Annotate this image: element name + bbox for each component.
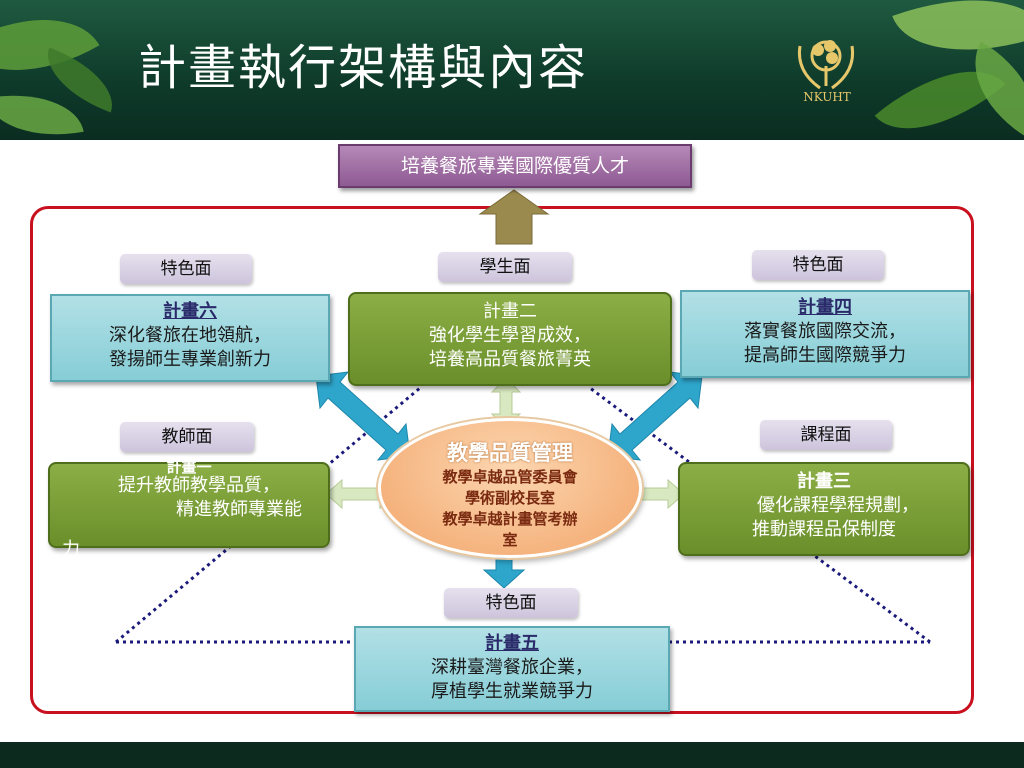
plan1-line1: 提升教師教學品質， xyxy=(118,475,280,496)
plan4-line2: 提高師生國際競爭力 xyxy=(744,345,906,366)
tag-teacher: 教師面 xyxy=(120,422,254,452)
slide-header: 計畫執行架構與內容 NKUHT xyxy=(0,0,1024,140)
up-arrow-icon xyxy=(478,189,550,245)
tag-course: 課程面 xyxy=(760,420,892,450)
tag-feature-bottom: 特色面 xyxy=(444,588,578,618)
university-logo-icon xyxy=(797,40,855,90)
tag-student: 學生面 xyxy=(438,252,572,282)
plan2-title: 計畫二 xyxy=(483,301,537,322)
plan6-box: 計畫六 深化餐旅在地領航， 發揚師生專業創新力 xyxy=(50,294,330,382)
center-line3: 教學卓越計畫管考辦 xyxy=(442,510,578,528)
plan3-line1: 優化課程學程規劃， xyxy=(757,495,919,516)
plan3-title: 計畫三 xyxy=(797,471,851,492)
tag-feature-left: 特色面 xyxy=(120,254,252,284)
plan6-title: 計畫六 xyxy=(163,301,217,322)
plan5-line2: 厚植學生就業競爭力 xyxy=(431,681,593,702)
plan5-line1: 深耕臺灣餐旅企業， xyxy=(431,657,593,678)
plan6-line2: 發揚師生專業創新力 xyxy=(109,349,271,370)
plan2-line1: 強化學生學習成效， xyxy=(429,325,591,346)
center-line2: 學術副校長室 xyxy=(464,489,555,507)
plan1-line2: 精進教師專業能 xyxy=(176,499,302,520)
plan1-box: 計畫一 提升教師教學品質， 精進教師專業能 xyxy=(48,458,330,548)
plan4-line1: 落實餐旅國際交流， xyxy=(744,321,906,342)
center-title: 教學品質管理 xyxy=(447,441,573,465)
page-title: 計畫執行架構與內容 xyxy=(138,40,589,96)
plan2-box: 計畫二 強化學生學習成效， 培養高品質餐旅菁英 xyxy=(348,292,672,386)
center-line4: 室 xyxy=(502,531,518,549)
center-line1: 教學卓越品管委員會 xyxy=(442,468,578,486)
plan6-line1: 深化餐旅在地領航， xyxy=(109,325,271,346)
logo-text: NKUHT xyxy=(803,90,851,104)
plan5-title: 計畫五 xyxy=(485,633,539,654)
plan1-overflow-text: 力 xyxy=(62,539,80,560)
plan4-box: 計畫四 落實餐旅國際交流， 提高師生國際競爭力 xyxy=(680,290,970,378)
center-quality-oval: 教學品質管理 教學卓越品管委員會 學術副校長室 教學卓越計畫管考辦 室 xyxy=(378,418,642,558)
plan5-box: 計畫五 深耕臺灣餐旅企業， 厚植學生就業競爭力 xyxy=(354,626,670,712)
plan1-title: 計畫一 xyxy=(166,458,212,476)
plan3-box: 計畫三 優化課程學程規劃， 推動課程品保制度 xyxy=(678,462,970,556)
plan3-line2: 推動課程品保制度 xyxy=(752,519,896,540)
tag-feature-right: 特色面 xyxy=(752,250,884,280)
plan2-line2: 培養高品質餐旅菁英 xyxy=(429,349,591,370)
goal-box: 培養餐旅專業國際優質人才 xyxy=(338,144,692,188)
slide-footer xyxy=(0,742,1024,768)
plan4-title: 計畫四 xyxy=(798,297,852,318)
